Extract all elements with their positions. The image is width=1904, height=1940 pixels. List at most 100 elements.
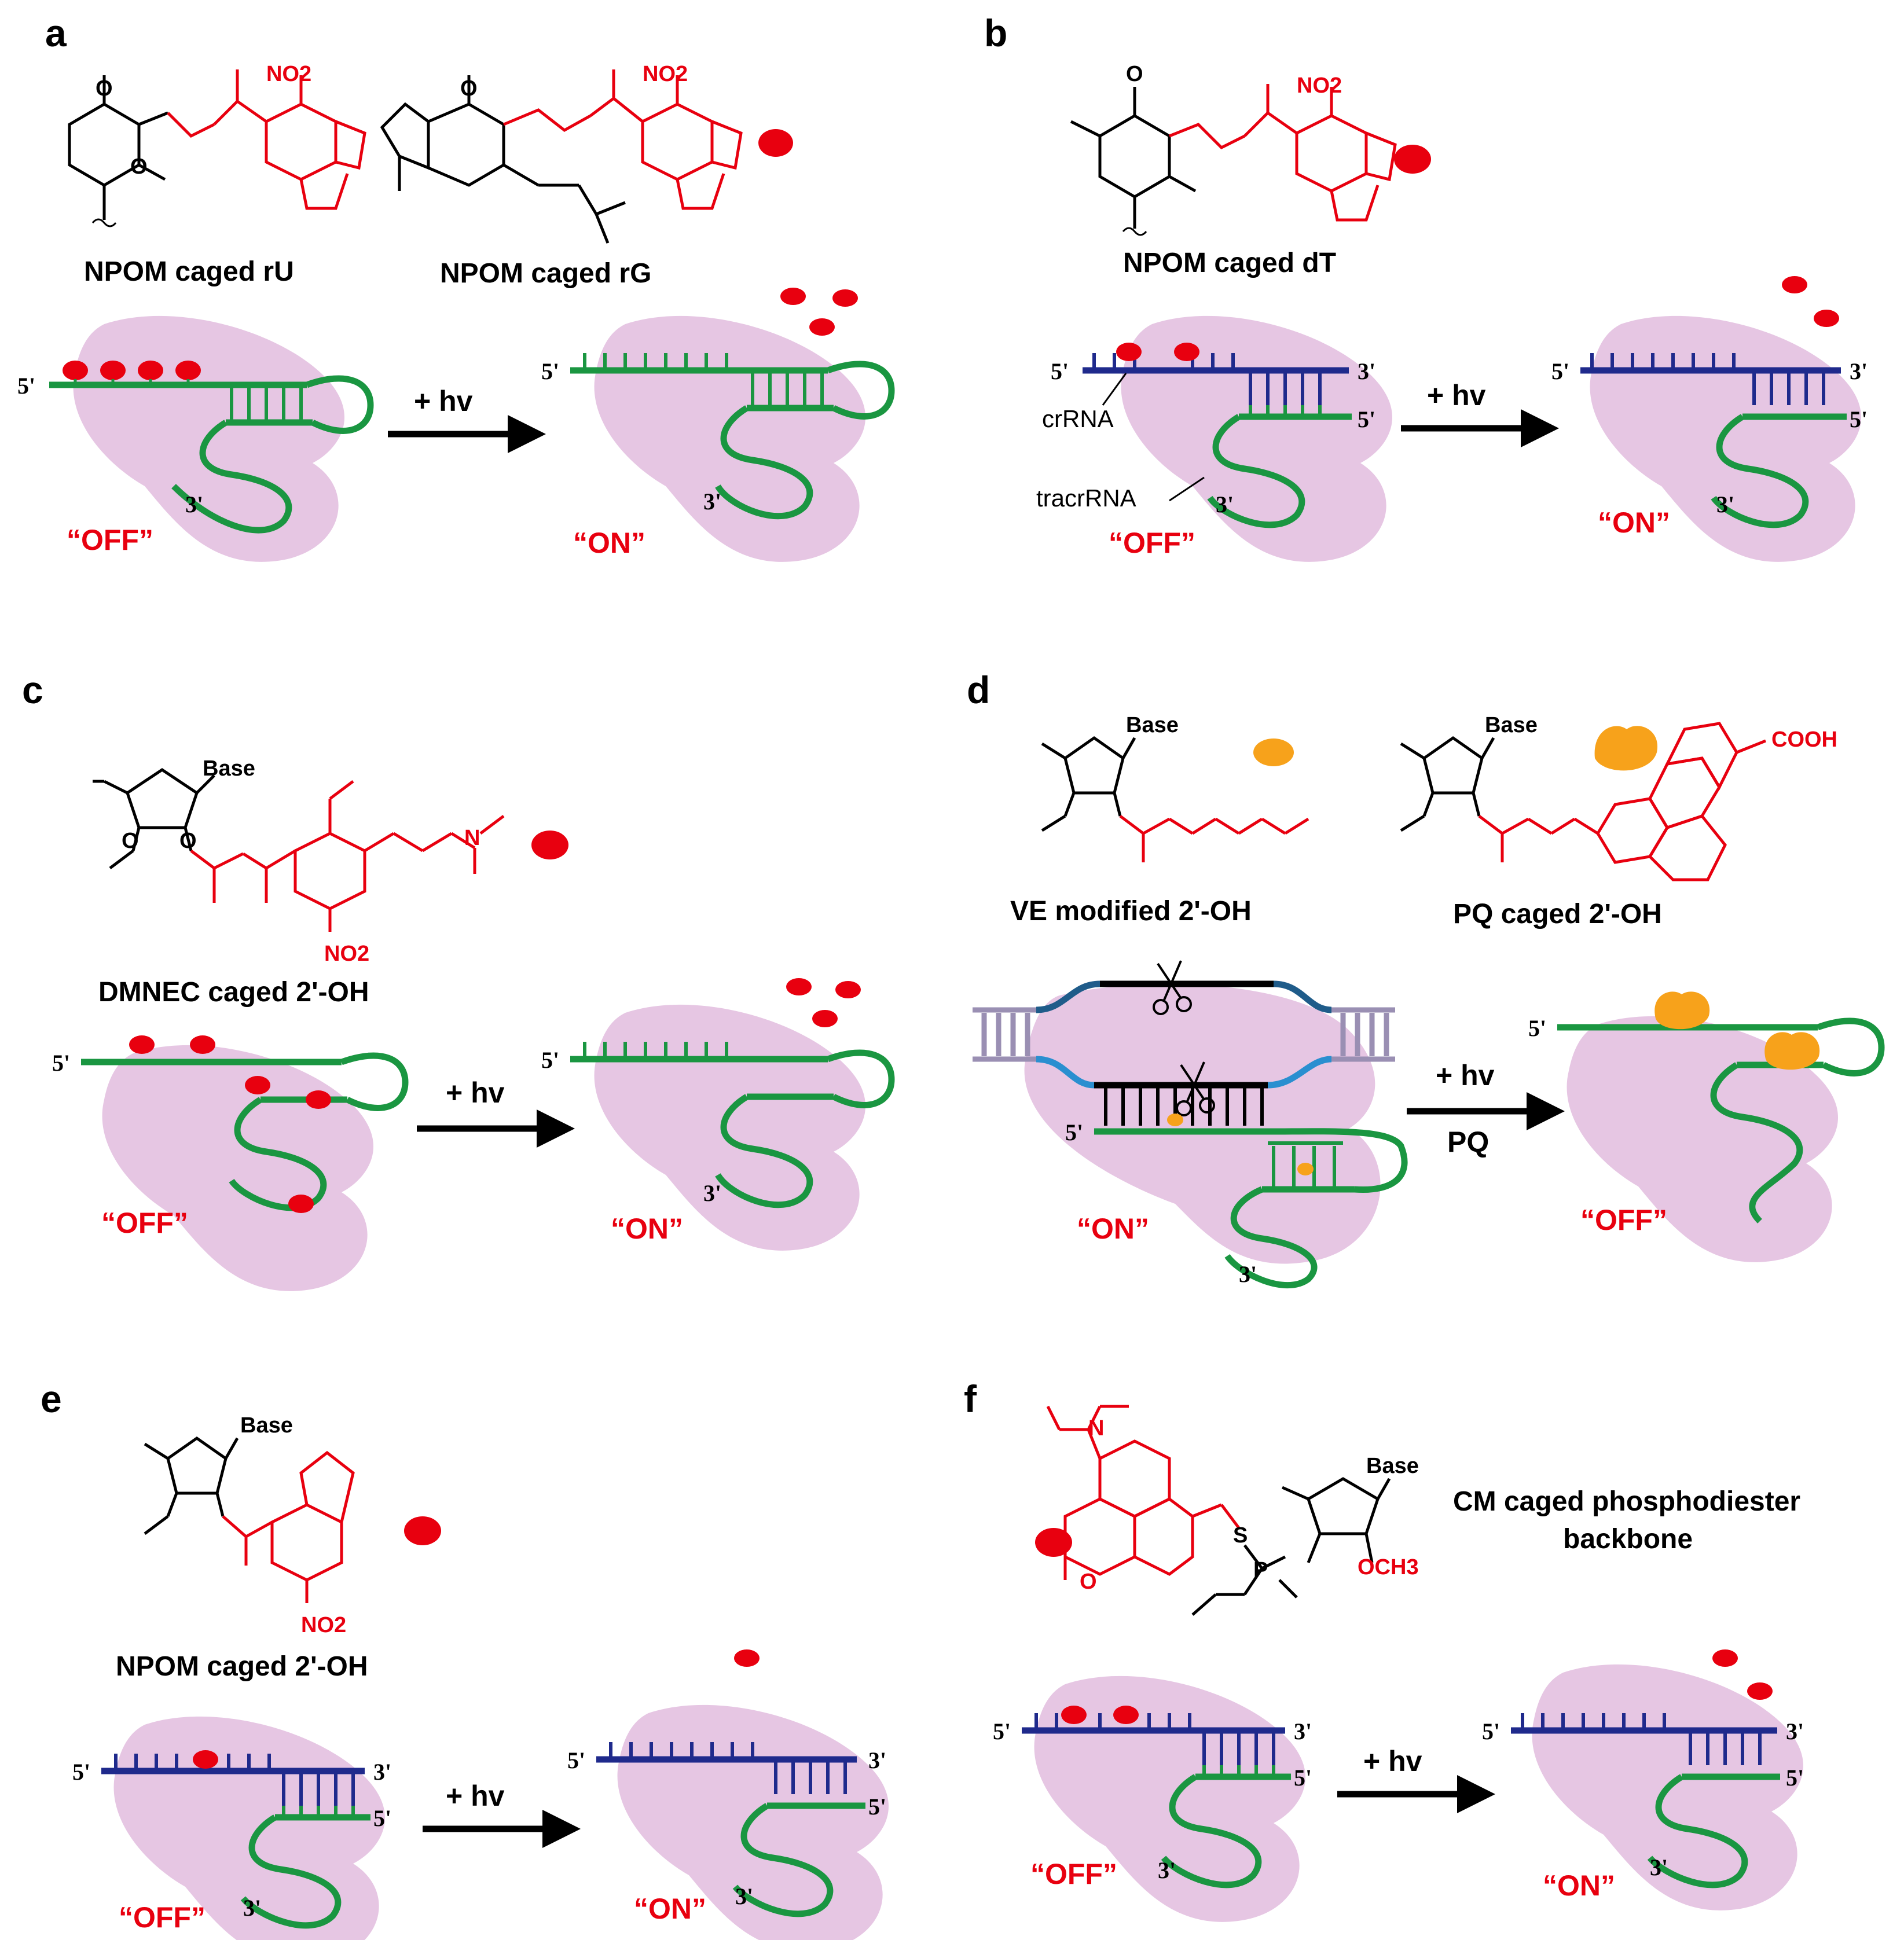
molecule-name: DMNEC caged 2'-OH xyxy=(98,977,369,1008)
panel-label-c: c xyxy=(22,668,43,711)
photocage-icon xyxy=(1035,1528,1072,1557)
och3-label: OCH3 xyxy=(1358,1555,1419,1579)
three-prime-label: 3' xyxy=(1786,1718,1804,1744)
base-label: Base xyxy=(1126,713,1179,737)
atom-no2: NO2 xyxy=(1297,74,1342,98)
panel-label-f: f xyxy=(964,1377,977,1420)
crRNA-label: crRNA xyxy=(1042,405,1114,432)
released-cage-icon xyxy=(1814,310,1839,327)
cas9-complex-off: 5' 3' 5' 3' “OFF” xyxy=(993,1676,1312,1922)
atom-s: S xyxy=(1233,1523,1248,1548)
photocage-icon xyxy=(175,361,201,380)
sgrna xyxy=(570,1049,895,1208)
atom-p: P xyxy=(1253,1558,1268,1582)
state-on: “ON” xyxy=(1543,1869,1615,1902)
five-prime-label: 5' xyxy=(993,1718,1011,1744)
cas9-protein xyxy=(1590,315,1862,562)
five-prime-label: 5' xyxy=(373,1805,391,1831)
cas9-complex-on: 5' 3' “ON” xyxy=(541,978,895,1251)
leader-line xyxy=(1169,476,1205,502)
photocage-icon xyxy=(129,1035,155,1054)
crRNA-bases xyxy=(1092,353,1322,405)
panel-d: d Base xyxy=(967,668,1885,1288)
released-cage-icon xyxy=(1782,276,1807,293)
light-label: + hv xyxy=(414,385,473,417)
structure-dmnec xyxy=(93,767,505,932)
five-prime-label: 5' xyxy=(567,1747,585,1773)
photocage-icon xyxy=(288,1195,314,1213)
cas9-complex-on: 5' 3' 5' 3' “ON” xyxy=(567,1649,889,1940)
three-prime-label: 3' xyxy=(373,1759,391,1785)
atom-no2: NO2 xyxy=(324,942,369,966)
state-off: “OFF” xyxy=(67,524,153,556)
state-off: “OFF” xyxy=(1109,527,1195,559)
reagent-label: PQ xyxy=(1447,1126,1489,1158)
five-prime-label: 5' xyxy=(541,358,559,384)
pq-cage-icon xyxy=(1764,1032,1820,1070)
photocage-icon xyxy=(193,1750,218,1769)
five-prime-label: 5' xyxy=(52,1050,70,1076)
structure-cm-phosphodiester xyxy=(1046,1405,1391,1616)
spacer-bases xyxy=(583,353,824,405)
state-on: “ON” xyxy=(1598,506,1670,539)
atom-o: O xyxy=(179,829,197,853)
molecule-name: NPOM caged rU xyxy=(84,256,294,287)
cas9-protein xyxy=(617,1704,889,1940)
three-prime-label: 3' xyxy=(1294,1718,1312,1744)
cas9-complex-off: 5' “OFF” xyxy=(52,1035,409,1291)
ve-group-icon xyxy=(1167,1114,1183,1126)
three-prime-label: 3' xyxy=(735,1883,753,1909)
atom-o: O xyxy=(1080,1570,1097,1594)
panel-e: e Base NO2 NPOM caged 2'-OH xyxy=(41,1377,889,1940)
state-off: “OFF” xyxy=(101,1207,188,1239)
released-cage-icon xyxy=(1747,1682,1773,1700)
base-label: Base xyxy=(203,756,255,781)
released-cage-icon xyxy=(835,981,861,998)
cas9-complex-off: 5' 3' 5' 3' “OFF” xyxy=(72,1716,391,1940)
photocage-icon xyxy=(1174,343,1199,361)
dna-rna-pairs xyxy=(1104,1088,1264,1126)
panel-label-e: e xyxy=(41,1377,62,1420)
three-prime-label: 3' xyxy=(868,1747,886,1773)
panel-a: a O O NO2 xyxy=(17,12,895,562)
three-prime-label: 3' xyxy=(1239,1261,1257,1287)
ve-group-icon xyxy=(1297,1163,1314,1175)
molecule-name: NPOM caged rG xyxy=(440,258,651,289)
five-prime-label: 5' xyxy=(1528,1015,1546,1041)
released-cage-icon xyxy=(1712,1649,1738,1667)
state-on: “ON” xyxy=(1077,1212,1149,1245)
released-cage-icon xyxy=(809,318,835,336)
base-label: Base xyxy=(240,1413,293,1438)
structure-ve xyxy=(1041,736,1309,862)
five-prime-label: 5' xyxy=(1551,358,1569,384)
crRNA-bases xyxy=(609,1742,847,1794)
panel-c: c xyxy=(22,668,895,1291)
base-pairs xyxy=(230,388,303,420)
cas9-protein xyxy=(102,1045,374,1291)
photocage-icon xyxy=(1061,1706,1087,1724)
sgrna xyxy=(49,375,374,534)
released-cage-icon xyxy=(832,289,858,307)
five-prime-label: 5' xyxy=(1065,1119,1083,1145)
state-on: “ON” xyxy=(634,1893,706,1925)
tracrRNA-strand xyxy=(1207,413,1352,528)
cas9-protein xyxy=(1024,984,1381,1264)
atom-n: N xyxy=(1088,1416,1104,1441)
molecule-name: VE modified 2'-OH xyxy=(1010,896,1252,927)
photocage-icon xyxy=(100,361,126,380)
photocage-icon xyxy=(1394,145,1431,174)
molecule-name: backbone xyxy=(1563,1524,1693,1555)
atom-no2: NO2 xyxy=(643,62,688,86)
atom-o: O xyxy=(460,76,478,101)
released-cage-icon xyxy=(812,1010,838,1027)
photocage-icon xyxy=(63,361,88,380)
tracrRNA-strand xyxy=(1647,1773,1780,1888)
tracrRNA-strand xyxy=(1224,1128,1408,1288)
crRNA-bases xyxy=(1034,1713,1275,1765)
cas9-protein xyxy=(594,1004,866,1251)
photocage-icon xyxy=(1113,1706,1139,1724)
cas9-complex-off: 5' “OFF” xyxy=(1528,991,1885,1262)
three-prime-label: 3' xyxy=(703,1180,721,1206)
panel-label-a: a xyxy=(45,12,67,54)
